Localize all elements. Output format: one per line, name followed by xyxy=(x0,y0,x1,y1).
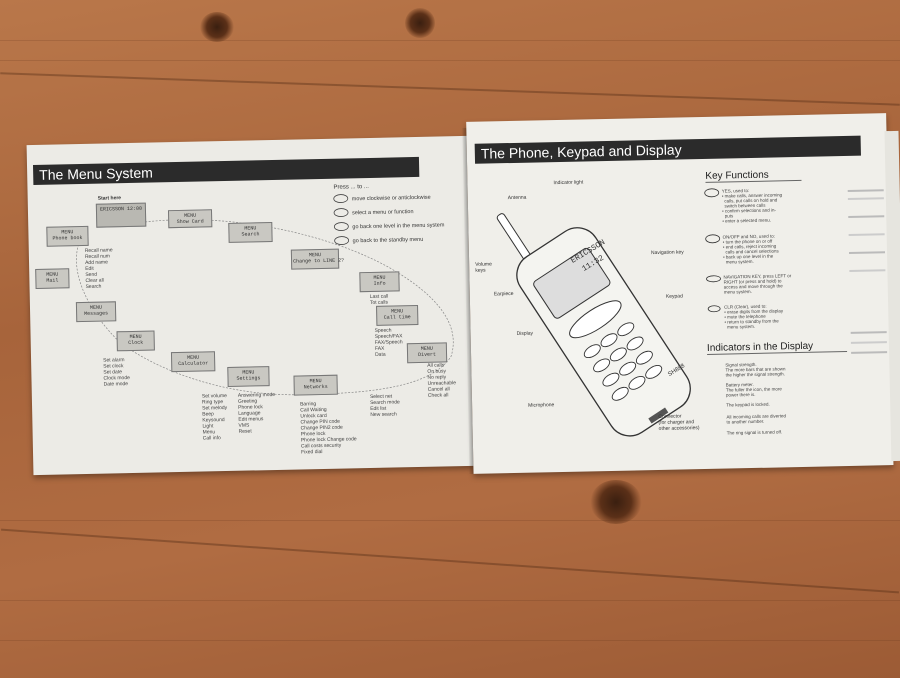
label-earpiece: Earpiece xyxy=(493,290,514,298)
clock-list: Set alarm Set clock Set date Clock mode … xyxy=(103,357,130,388)
standby-screen: ERICSSON 12:00 xyxy=(95,202,147,228)
manual-booklet: The Menu System Press ... to ... move cl… xyxy=(26,109,900,499)
key-function-item: NAVIGATION KEY, press LEFT or RIGHT (or … xyxy=(723,273,792,295)
left-page: The Menu System Press ... to ... move cl… xyxy=(26,135,474,476)
wood-grain xyxy=(0,60,900,61)
label-indicator-light: Indicator light xyxy=(553,179,584,187)
wood-grain xyxy=(0,40,900,41)
menu-box: MENU Mail xyxy=(35,268,70,289)
label-keypad: Keypad xyxy=(665,293,683,300)
key-function-item: ON/OFF and NO, used to: • turn the phone… xyxy=(722,233,779,265)
wood-knot xyxy=(200,12,234,42)
label-navigation-key: Navigation key xyxy=(650,249,684,257)
wood-knot xyxy=(405,8,435,38)
divert-list: All calls On busy No reply Unreachable C… xyxy=(427,362,457,399)
label-display: Display xyxy=(516,330,534,337)
legend-list: move clockwise or anticlockwise select a… xyxy=(27,136,467,245)
call-info-list: Speech Speech/FAX FAX/Speech FAX Data xyxy=(374,327,403,358)
plank-seam xyxy=(1,528,899,594)
phone-book-list: Recall name Recall num Add name Edit Sen… xyxy=(84,247,113,290)
indicator-item: The ring signal is turned off. xyxy=(726,429,783,436)
menu-box: MENU Clock xyxy=(116,330,155,352)
key-function-item: CLR (Clear), used to: • erase digits fro… xyxy=(724,303,784,330)
menu-box: MENU Change to LINE 2? xyxy=(290,248,344,270)
menu-box: MENU Calculator xyxy=(170,351,216,373)
label-microphone: Microphone xyxy=(528,402,555,409)
security-list: Barring Call Waiting Unlock card Change … xyxy=(300,401,357,456)
right-page-title: The Phone, Keypad and Display xyxy=(474,135,861,164)
indicator-item: Signal strength. The more bars that are … xyxy=(725,361,786,378)
right-page: The Phone, Keypad and Display ERICSSON 1… xyxy=(466,113,894,474)
legend-key-icons xyxy=(333,194,350,245)
menu-box: MENU Info xyxy=(359,271,400,293)
key-function-item: YES, used to: • make calls, answer incom… xyxy=(721,188,783,224)
label-antenna: Antenna xyxy=(507,194,527,202)
indicator-item: Battery meter. The fuller the icon, the … xyxy=(725,381,782,398)
menu-box: MENU Settings xyxy=(227,366,270,387)
key-functions-heading: Key Functions xyxy=(705,168,802,183)
label-volume-keys: Volume keys xyxy=(475,261,492,274)
wood-grain xyxy=(0,600,900,601)
wood-grain xyxy=(0,520,900,521)
label-connector: Connector (for charger and other accesso… xyxy=(658,413,700,432)
plank-seam xyxy=(0,72,900,106)
menu-box: MENU Show Card xyxy=(167,209,213,229)
phone-illustration xyxy=(496,213,691,437)
indicator-item: The keypad is locked. xyxy=(726,401,770,408)
networks-list: Select net Search mode Edit list New sea… xyxy=(369,393,400,419)
menu-box: MENU Search xyxy=(228,222,273,243)
indicators-heading: Indicators in the Display xyxy=(706,340,848,355)
wood-knot xyxy=(590,480,642,524)
settings-list-2: Answering mode Greeting Phone lock Langu… xyxy=(237,391,276,435)
cropped-text-column xyxy=(847,183,889,444)
key-functions-list: YES, used to: • make calls, answer incom… xyxy=(466,113,886,330)
wood-grain xyxy=(0,640,900,641)
menu-box: MENU Messages xyxy=(75,301,117,323)
indicators-list: Signal strength. The more bars that are … xyxy=(466,113,886,436)
indicator-item: All incoming calls are diverted to anoth… xyxy=(726,413,786,425)
menu-box: MENU Call time xyxy=(376,304,419,326)
key-icons xyxy=(704,188,721,313)
settings-list: Set volume Ring type Set melody Beep Key… xyxy=(201,393,228,442)
menu-box: MENU Networks xyxy=(293,374,338,396)
callers-list: Last call Tot calls xyxy=(369,293,389,306)
menu-box: MENU Divert xyxy=(406,342,448,364)
menu-box: MENU Phone book xyxy=(46,225,89,247)
start-here-label: Start here xyxy=(97,195,122,202)
